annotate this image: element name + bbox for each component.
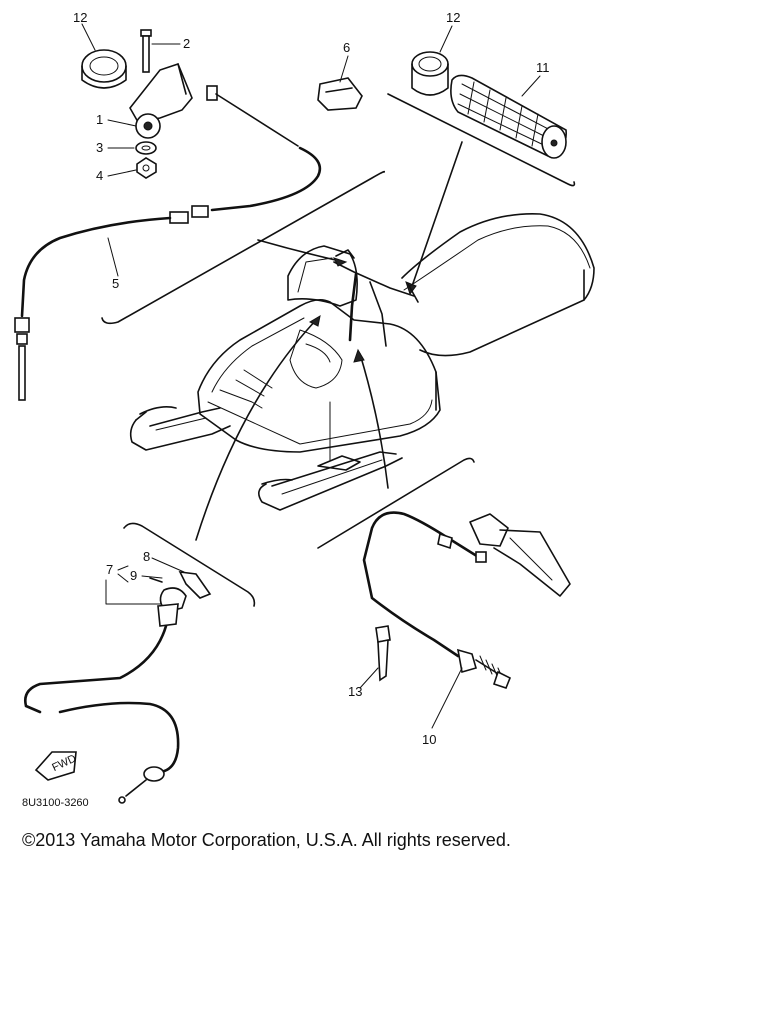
leader-grip <box>409 141 463 293</box>
bracket-1 <box>129 63 193 139</box>
group-bracket-right-top <box>387 93 576 187</box>
throttle-cable-5 <box>14 85 322 401</box>
washer-3 <box>135 141 157 155</box>
callout-2: 2 <box>183 36 190 51</box>
callout-5: 5 <box>112 276 119 291</box>
callout-6: 6 <box>343 40 350 55</box>
snowmobile-body <box>129 213 595 511</box>
ring-12-left <box>81 49 127 89</box>
parts-diagram: 12 2 1 3 4 6 5 <box>14 10 595 809</box>
callout-9: 9 <box>130 568 137 583</box>
fwd-arrow-icon: FWD <box>34 751 78 781</box>
nut-4 <box>136 157 157 179</box>
callout-11: 11 <box>536 60 550 75</box>
pin-9 <box>149 577 163 583</box>
group-bracket-bottom-left <box>123 522 256 607</box>
clip-6 <box>317 77 363 111</box>
callout-3: 3 <box>96 140 103 155</box>
brake-cable-10 <box>362 511 512 689</box>
speedometer-cable-7 <box>24 587 187 804</box>
group-bracket-left <box>101 170 386 325</box>
diagram-code: 8U3100-3260 <box>22 797 89 809</box>
callout-7: 7 <box>106 562 113 577</box>
cable-tie-13 <box>375 625 391 682</box>
leader-throttle-cable <box>257 239 345 263</box>
callout-12-left: 12 <box>73 10 87 25</box>
copyright-notice: ©2013 Yamaha Motor Corporation, U.S.A. A… <box>22 830 511 850</box>
grip-11 <box>450 74 567 159</box>
callout-1: 1 <box>96 112 103 127</box>
leader-lower-left <box>195 317 319 541</box>
ring-12-right <box>411 51 449 96</box>
callout-13: 13 <box>348 684 362 699</box>
bolt-2 <box>140 29 152 73</box>
callout-12-right: 12 <box>446 10 460 25</box>
brake-lever <box>469 513 571 597</box>
callout-10: 10 <box>422 732 436 747</box>
group-bracket-bottom-right <box>317 457 475 549</box>
gear-8 <box>178 571 212 599</box>
leader-lower-right <box>359 353 389 489</box>
callout-8: 8 <box>143 549 150 564</box>
callout-4: 4 <box>96 168 103 183</box>
